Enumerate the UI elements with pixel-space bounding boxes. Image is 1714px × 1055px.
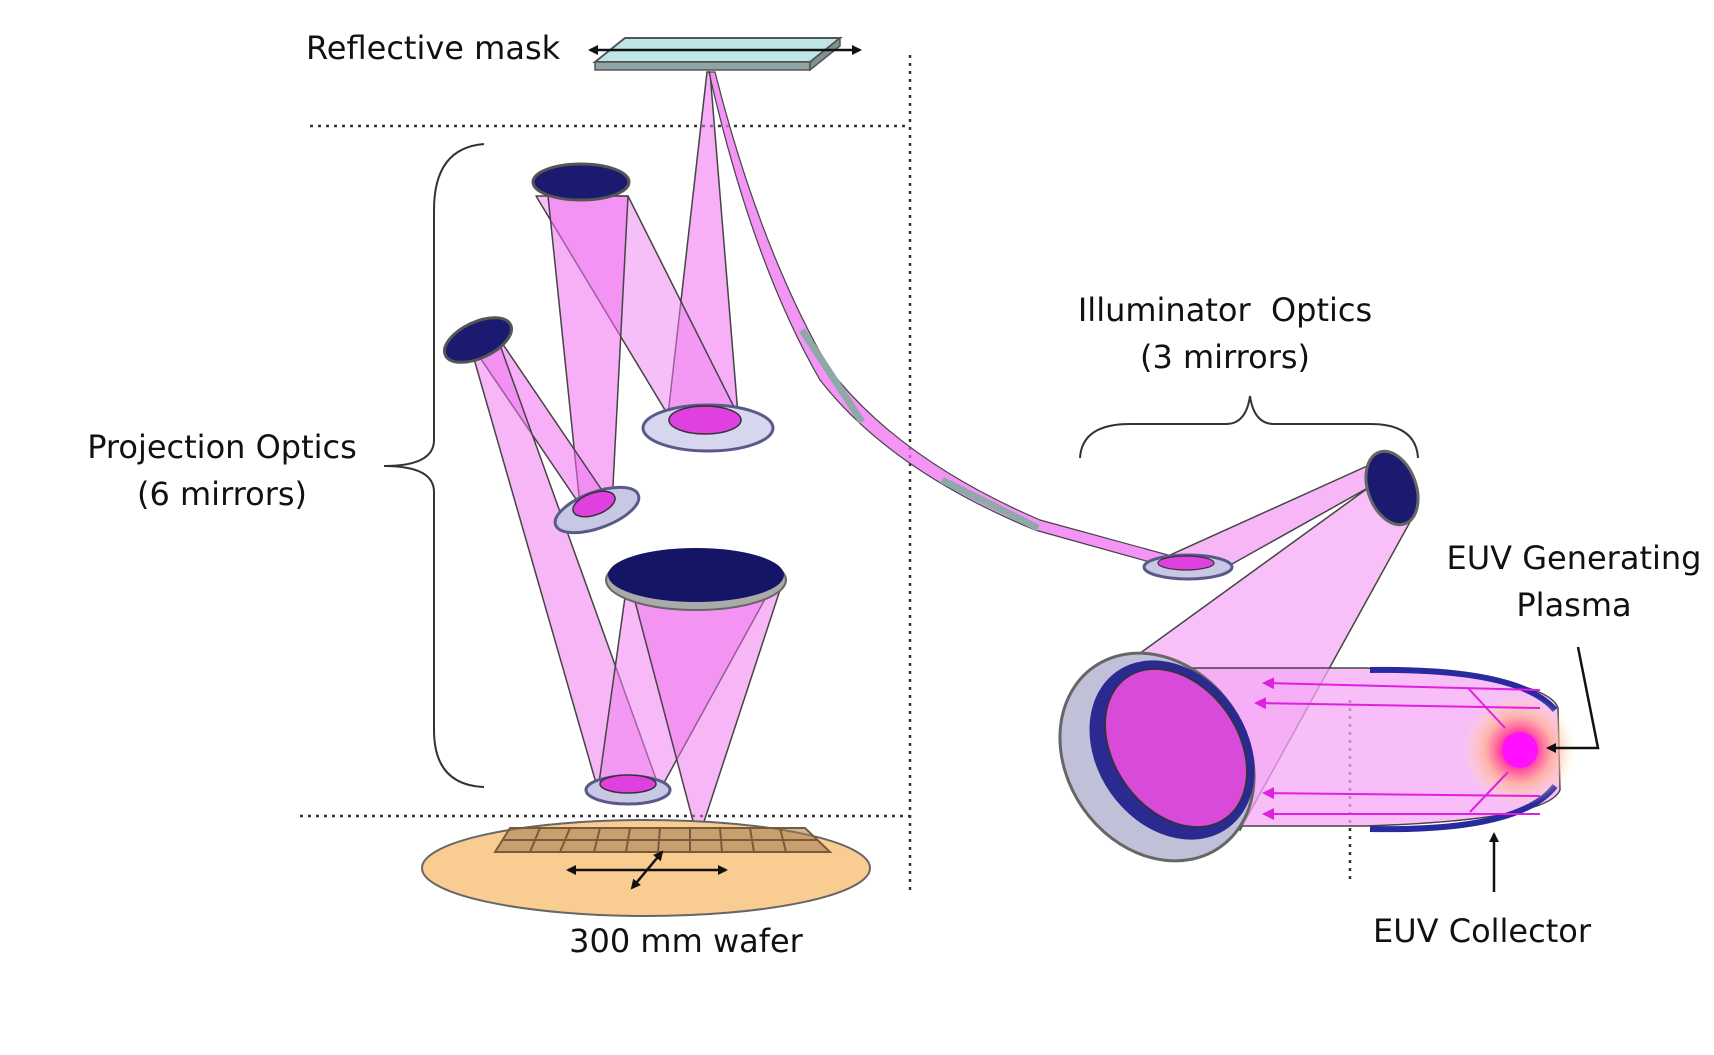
projection-label-line2: (6 mirrors) (137, 475, 307, 513)
grazing-mirror-2 (940, 476, 1040, 532)
illuminator-mirror-small (1142, 553, 1234, 581)
mirror-m1 (641, 403, 775, 453)
projection-mirrors (442, 162, 787, 806)
collector-front-mirror (1058, 651, 1256, 863)
collector-label: EUV Collector (1373, 912, 1592, 950)
mirror-m6 (605, 548, 787, 611)
text-labels: Reflective mask Projection Optics (6 mir… (87, 29, 1701, 960)
mirror-m3 (553, 485, 641, 535)
wafer-y-arrow (630, 850, 664, 890)
projection-label-line1: Projection Optics (87, 428, 357, 466)
projection-brace (383, 143, 485, 788)
wafer-die-grid (493, 827, 833, 853)
plasma-core (1502, 732, 1538, 768)
mirror-m2 (531, 162, 631, 202)
plasma-label-line1: EUV Generating (1447, 539, 1702, 577)
plasma-label-line2: Plasma (1516, 586, 1631, 624)
plasma-leader (1546, 646, 1600, 753)
mirror-m4 (442, 316, 514, 364)
mask-label: Reflective mask (306, 29, 561, 67)
reflective-mask (588, 36, 862, 72)
mirror-m5 (584, 774, 672, 806)
illuminator-mirrors (1142, 449, 1420, 581)
illuminator-mirror-large (1364, 449, 1420, 527)
grazing-mirror-1 (799, 328, 865, 424)
wafer (421, 819, 871, 917)
wafer-label: 300 mm wafer (569, 922, 804, 960)
leader-lines (1489, 646, 1600, 892)
illuminator-label-line2: (3 mirrors) (1140, 338, 1310, 376)
collector-rays (1254, 677, 1541, 820)
illuminator-brace (1079, 395, 1419, 459)
illuminator-label-line1: Illuminator Optics (1078, 291, 1372, 329)
